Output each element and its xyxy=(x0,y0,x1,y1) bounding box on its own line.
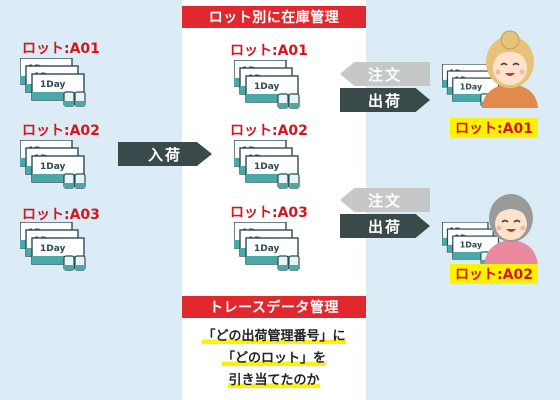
trace-line-2: 「どのロット」を xyxy=(221,351,326,366)
center-lot-label-2: ロット:A02 xyxy=(230,123,308,139)
ship-arrow-2: 出荷 xyxy=(340,214,430,238)
destination-lot-label-2: ロット:A02 xyxy=(450,264,538,284)
left-lot-label-2: ロット:A02 xyxy=(22,123,100,139)
trace-data-header: トレースデータ管理 xyxy=(182,296,366,318)
inbound-arrow: 入荷 xyxy=(118,142,212,166)
center-lot-label-1: ロット:A01 xyxy=(230,43,308,59)
lot-inventory-header: ロット別に在庫管理 xyxy=(182,6,366,28)
left-lot-label-3: ロット:A03 xyxy=(22,207,100,223)
svg-text:1Day: 1Day xyxy=(254,162,280,172)
svg-text:1Day: 1Day xyxy=(40,244,66,254)
svg-text:1Day: 1Day xyxy=(460,83,483,92)
trace-description: 「どの出荷管理番号」に 「どのロット」を 引き当てたのか xyxy=(182,326,366,392)
center-lot-label-3: ロット:A03 xyxy=(230,205,308,221)
trace-line-1: 「どの出荷管理番号」に xyxy=(202,329,346,344)
order-arrow-1: 注文 xyxy=(340,62,430,86)
left-lot-label-1: ロット:A01 xyxy=(22,41,100,57)
order-arrow-2: 注文 xyxy=(340,188,430,212)
svg-text:1Day: 1Day xyxy=(460,241,483,250)
svg-text:1Day: 1Day xyxy=(254,244,280,254)
customer-woman-icon xyxy=(484,194,538,266)
destination-lot-label-1: ロット:A01 xyxy=(450,118,538,138)
ship-arrow-1: 出荷 xyxy=(340,88,430,112)
trace-line-3: 引き当てたのか xyxy=(228,373,320,388)
svg-text:1Day: 1Day xyxy=(254,82,280,92)
svg-text:1Day: 1Day xyxy=(40,162,66,172)
svg-text:1Day: 1Day xyxy=(40,80,66,90)
customer-woman-icon xyxy=(482,30,538,108)
